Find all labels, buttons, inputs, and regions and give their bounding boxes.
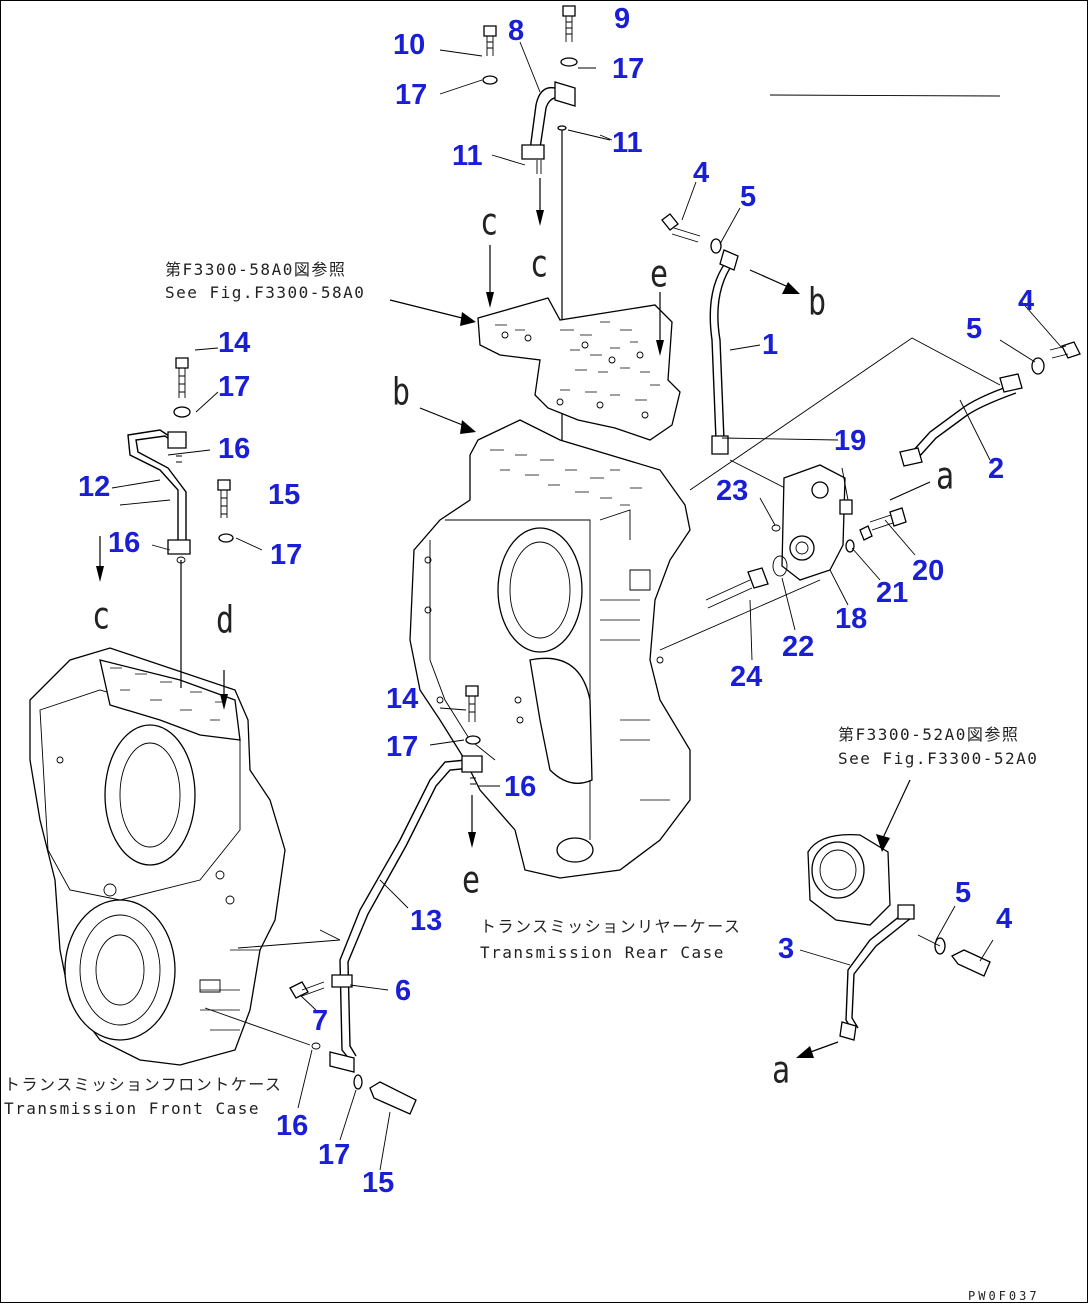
letter-c-front: c	[92, 594, 110, 638]
callout-numbers: 1 2 3 4 4 4 5 5 5 6 7 8 9 10 11 11 12 13…	[78, 3, 1034, 1199]
callout-9: 9	[614, 3, 630, 35]
callout-15-upper: 15	[268, 479, 300, 511]
letter-b-left: b	[392, 370, 410, 414]
pipe-13-assembly	[204, 685, 483, 1115]
transmission-rear-case	[409, 419, 691, 879]
callout-11-left: 11	[452, 140, 483, 172]
callout-23: 23	[716, 475, 748, 507]
callout-24: 24	[730, 661, 762, 693]
callout-5-bottom: 5	[955, 877, 971, 909]
callout-4-right: 4	[1018, 285, 1034, 317]
callout-13: 13	[410, 905, 442, 937]
pipe-3-assembly	[796, 779, 994, 1058]
transmission-front-case	[29, 647, 286, 1066]
callout-16-b: 16	[108, 527, 140, 559]
callout-16-a: 16	[218, 433, 250, 465]
reference-52a0-en: See Fig.F3300-52A0	[838, 749, 1038, 768]
letter-e-valve: e	[650, 252, 668, 296]
front-case-caption-en: Transmission Front Case	[4, 1099, 260, 1118]
rear-case-caption-jp: トランスミッションリヤーケース	[480, 917, 741, 936]
callout-17-b: 17	[395, 79, 427, 111]
callout-5-top: 5	[740, 181, 756, 213]
callout-2: 2	[988, 453, 1004, 485]
pipe-2-assembly	[689, 337, 1081, 491]
callout-15-lower: 15	[362, 1167, 394, 1199]
letter-c-valve: c	[480, 200, 498, 244]
letter-a-lower: a	[772, 1048, 790, 1092]
callout-11-right: 11	[612, 127, 643, 159]
callout-leaders	[111, 41, 1063, 1171]
callout-10: 10	[393, 29, 425, 61]
callout-18: 18	[835, 603, 867, 635]
callout-17-f: 17	[318, 1139, 350, 1171]
callout-17-e: 17	[386, 731, 418, 763]
rear-case-caption-en: Transmission Rear Case	[480, 943, 725, 962]
drawing-code: PW0F037	[968, 1289, 1040, 1303]
callout-14-upper: 14	[218, 327, 250, 359]
valve-block-18	[659, 464, 931, 651]
callout-4-top: 4	[693, 157, 709, 189]
connection-letters: a a b b c c c d e e	[92, 200, 954, 1092]
callout-16-c: 16	[504, 771, 536, 803]
callout-17-d: 17	[270, 539, 302, 571]
callout-4-bottom: 4	[996, 903, 1012, 935]
callout-1: 1	[762, 329, 778, 361]
callout-5-right: 5	[966, 313, 982, 345]
letter-c-pipe8: c	[530, 242, 548, 286]
pipe-1-assembly	[661, 213, 800, 489]
callout-20: 20	[912, 555, 944, 587]
part-captions: トランスミッションリヤーケース Transmission Rear Case ト…	[4, 917, 741, 1118]
callout-14-lower: 14	[386, 683, 418, 715]
reference-52a0-jp: 第F3300-52A0図参照	[838, 725, 1019, 744]
callout-17-a: 17	[612, 53, 644, 85]
reference-58a0-jp: 第F3300-58A0図参照	[165, 260, 346, 279]
callout-22: 22	[782, 631, 814, 663]
callout-19: 19	[834, 425, 866, 457]
reference-notes: 第F3300-58A0図参照 See Fig.F3300-58A0 第F3300…	[165, 260, 1038, 768]
letter-e-pipe13: e	[462, 858, 480, 902]
pipe-8-assembly	[482, 5, 578, 470]
callout-6: 6	[395, 975, 411, 1007]
pipe-12-assembly	[96, 357, 234, 710]
reference-58a0-en: See Fig.F3300-58A0	[165, 283, 365, 302]
callout-17-c: 17	[218, 371, 250, 403]
callout-12: 12	[78, 471, 110, 503]
letter-a-upper: a	[936, 454, 954, 498]
front-case-caption-jp: トランスミッションフロントケース	[4, 1075, 282, 1094]
reference-leaders	[389, 94, 1001, 441]
letter-d: d	[216, 598, 234, 642]
control-valve-body	[477, 297, 681, 441]
letter-b-right: b	[808, 280, 826, 324]
callout-16-d: 16	[276, 1110, 308, 1142]
callout-7: 7	[312, 1005, 328, 1037]
callout-8: 8	[508, 15, 524, 47]
callout-21: 21	[876, 577, 908, 609]
callout-3: 3	[778, 933, 794, 965]
